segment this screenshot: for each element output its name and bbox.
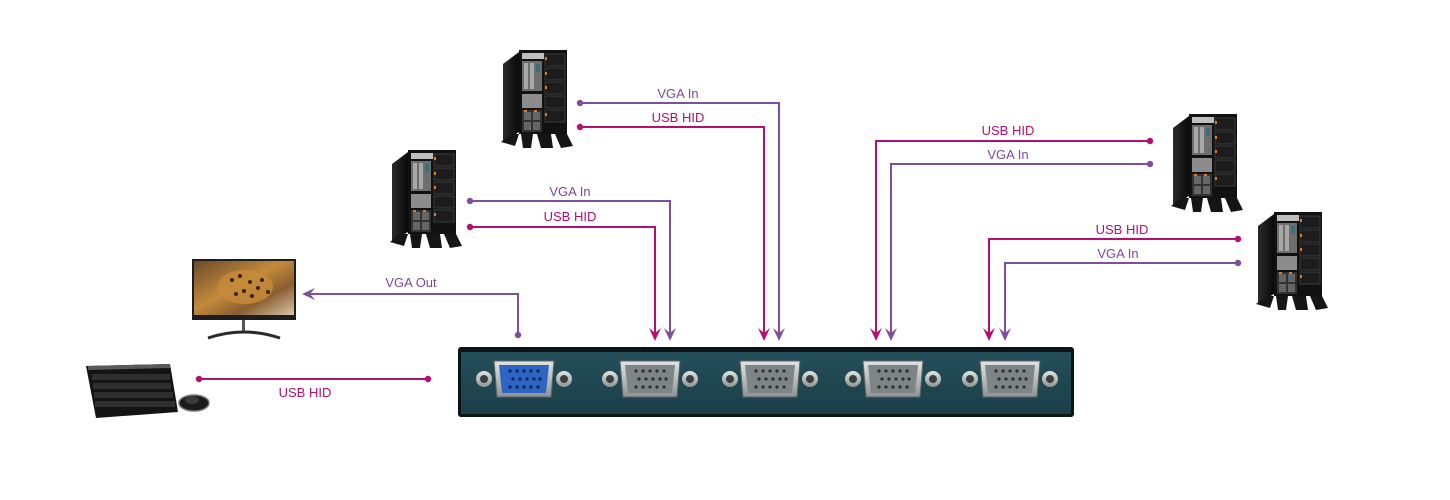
cable-endpoint-dot xyxy=(514,331,522,339)
cable-label-pc1-vga: VGA In xyxy=(549,184,590,199)
cable-endpoint-dot xyxy=(1234,259,1242,267)
arrowhead-icon xyxy=(758,328,770,341)
cable-pc1-usb xyxy=(466,223,661,341)
cable-line-pc3-vga xyxy=(890,163,1150,337)
cable-pc4-usb xyxy=(983,235,1242,341)
cable-endpoint-dot xyxy=(195,375,203,383)
computer-3-icon xyxy=(1170,113,1244,213)
cable-line-pc2-usb xyxy=(580,126,765,337)
arrowhead-icon xyxy=(999,328,1011,341)
pc-port-1 xyxy=(601,360,699,398)
cable-label-pc2-usb: USB HID xyxy=(652,110,705,125)
keyboard-mouse-icon xyxy=(86,364,210,418)
cable-endpoint-dot xyxy=(576,99,584,107)
cable-label-pc1-usb: USB HID xyxy=(544,209,597,224)
cable-vga-out xyxy=(302,288,522,339)
cable-pc4-vga xyxy=(999,259,1242,341)
cable-line-pc1-usb xyxy=(470,226,656,337)
cable-endpoint-dot xyxy=(1146,160,1154,168)
arrowhead-icon xyxy=(649,328,661,341)
cable-line-vga-out xyxy=(306,293,519,335)
kvm-switch xyxy=(458,347,1074,417)
cables xyxy=(195,99,1242,383)
cable-line-pc4-vga xyxy=(1004,262,1238,337)
cable-pc1-vga xyxy=(466,197,676,341)
cable-pc3-vga xyxy=(885,160,1154,341)
cable-console-usb xyxy=(195,375,432,383)
pc-port-2 xyxy=(721,360,819,398)
cable-endpoint-dot xyxy=(466,223,474,231)
arrowhead-icon xyxy=(983,328,995,341)
vga-out-port xyxy=(475,360,573,398)
arrowhead-icon xyxy=(664,328,676,341)
cable-label-vga-out: VGA Out xyxy=(385,275,437,290)
cable-pc3-usb xyxy=(870,137,1154,341)
cable-label-pc2-vga: VGA In xyxy=(657,86,698,101)
arrowhead-icon xyxy=(302,288,315,300)
cable-line-pc2-vga xyxy=(580,102,780,337)
monitor-icon xyxy=(192,259,296,340)
cable-endpoint-dot xyxy=(576,123,584,131)
pc-port-3 xyxy=(844,360,942,398)
cable-endpoint-dot xyxy=(424,375,432,383)
cable-label-pc3-usb: USB HID xyxy=(982,123,1035,138)
cable-line-pc3-usb xyxy=(875,140,1150,337)
cable-label-pc4-vga: VGA In xyxy=(1097,246,1138,261)
cable-label-pc3-vga: VGA In xyxy=(987,147,1028,162)
cable-line-pc1-vga xyxy=(470,200,671,337)
arrowhead-icon xyxy=(885,328,897,341)
computer-2-icon xyxy=(500,49,574,149)
cable-endpoint-dot xyxy=(466,197,474,205)
cable-label-pc4-usb: USB HID xyxy=(1096,222,1149,237)
cable-endpoint-dot xyxy=(1234,235,1242,243)
cable-label-console-usb: USB HID xyxy=(279,385,332,400)
arrowhead-icon xyxy=(773,328,785,341)
computer-4-icon xyxy=(1255,211,1329,311)
arrowhead-icon xyxy=(870,328,882,341)
cable-line-pc4-usb xyxy=(988,238,1238,337)
cable-endpoint-dot xyxy=(1146,137,1154,145)
pc-port-4 xyxy=(961,360,1059,398)
cable-pc2-vga xyxy=(576,99,785,341)
computer-1-icon xyxy=(389,149,463,249)
cable-pc2-usb xyxy=(576,123,770,341)
